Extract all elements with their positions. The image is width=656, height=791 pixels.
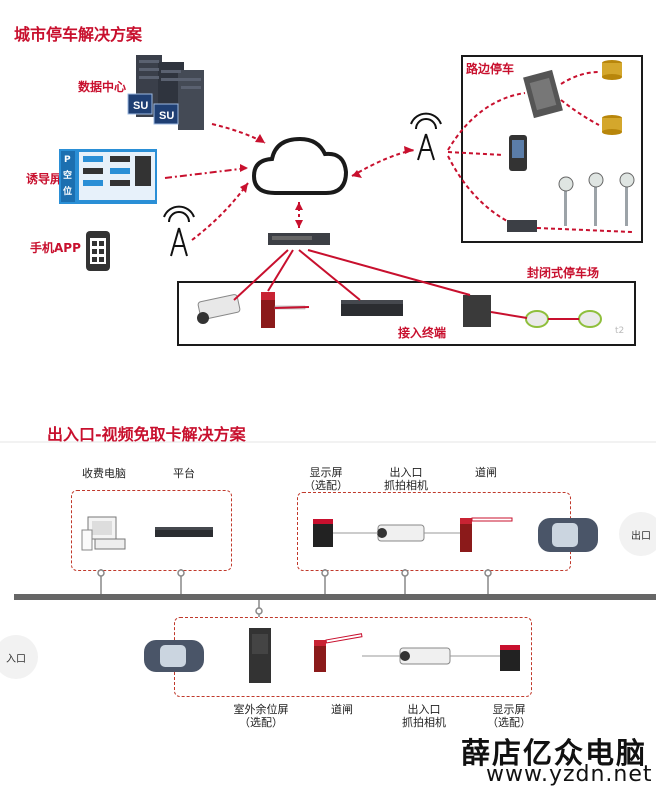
main-bus-line [14, 594, 656, 600]
closed-parking-label: 封闭式停车场 [527, 266, 600, 280]
server-badge-1: SU [133, 100, 148, 112]
antenna-icon-right [410, 112, 442, 161]
guide-screen-char-kong: 空 [63, 169, 72, 181]
mobile-app-icon [86, 231, 110, 271]
remaining-space-screen-label: 室外余位屏 （选配） [233, 703, 289, 729]
watermark-name: 薛店亿众电脑 [461, 736, 648, 770]
exit-gate-label: 道闸 [475, 466, 497, 479]
remaining-space-screen-icon [249, 628, 271, 683]
guide-screen-char-wei: 位 [63, 185, 72, 197]
roadside-switch-icon [507, 220, 537, 232]
antenna-icon-left [163, 205, 195, 257]
charging-pc-icon [81, 516, 126, 551]
parking-sensor-icon-1 [602, 60, 622, 80]
data-center-label: 数据中心 [78, 80, 127, 94]
platform-label: 平台 [173, 467, 195, 480]
exit-car-icon [538, 518, 598, 552]
entry-display-label: 显示屏 （选配） [487, 703, 531, 729]
platform-server-icon [155, 527, 213, 537]
exit-display-label: 显示屏 （选配） [304, 466, 348, 492]
exit-barrier-gate-icon [460, 517, 513, 552]
roadside-parking-box [461, 55, 643, 243]
entry-camera-icon [399, 647, 451, 665]
entry-camera-label: 出入口 抓拍相机 [402, 703, 446, 729]
entry-gate-label: 道闸 [331, 703, 353, 716]
access-controller-icon [463, 295, 491, 327]
section1-title: 城市停车解决方案 [14, 25, 143, 44]
access-terminal-label: 接入终端 [398, 326, 447, 340]
guide-screen-icon [59, 149, 157, 204]
closed-parking-box [177, 281, 636, 346]
network-switch-icon [268, 233, 330, 245]
handheld-terminal-icon [509, 135, 527, 171]
recorder-icon [341, 300, 403, 316]
exit-camera-icon [377, 524, 425, 542]
bullet-camera-icon [197, 294, 241, 324]
entry-display-icon [500, 645, 520, 671]
server-rack-icon [127, 55, 204, 130]
server-badge-2: SU [159, 110, 174, 122]
guide-screen-label: 诱导屏 [26, 172, 63, 186]
guide-screen-char-p: P [64, 155, 71, 165]
charging-group-box [71, 490, 232, 571]
entry-car-icon [144, 640, 204, 672]
entry-barrier-gate-icon [314, 633, 363, 672]
exit-display-icon [313, 519, 333, 547]
parking-sensor-icon-2 [602, 115, 622, 135]
mobile-app-label: 手机APP [30, 241, 81, 255]
parking-indicator-icon [558, 172, 635, 226]
cloud-platform-icon [251, 136, 349, 195]
exit-camera-label: 出入口 抓拍相机 [384, 466, 428, 492]
bottom-connector [255, 600, 263, 617]
roadside-controller-icon [523, 69, 563, 119]
watermark-url: www.yzdn.net [486, 762, 653, 787]
corner-mark: t2 [615, 326, 625, 336]
top-connectors [97, 569, 492, 594]
section2-title: 出入口-视频免取卡解决方案 [47, 425, 246, 444]
charging-pc-label: 收费电脑 [82, 467, 126, 480]
roadside-parking-label: 路边停车 [466, 62, 515, 76]
exit-tag: 出口 [619, 512, 656, 556]
arrow-heads [240, 134, 414, 228]
entry-tag: 入口 [0, 635, 38, 679]
